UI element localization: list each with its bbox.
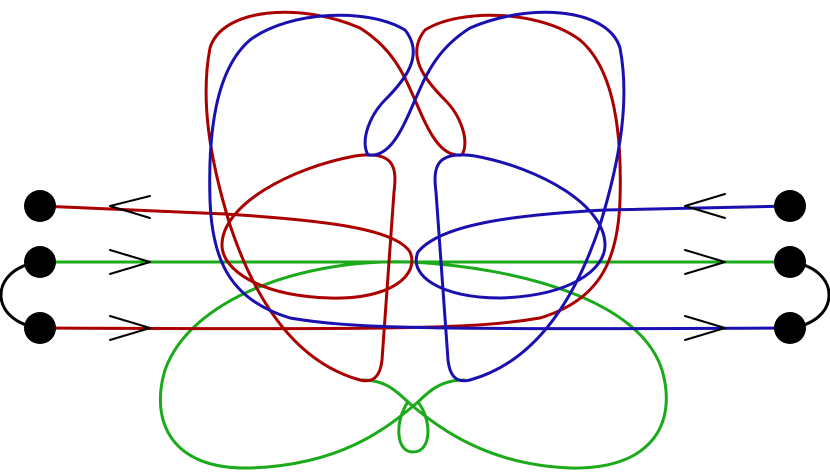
red-strand-path xyxy=(38,10,622,383)
node-right-bottom xyxy=(774,312,806,344)
node-left-middle xyxy=(24,246,56,278)
node-left-bottom xyxy=(24,312,56,344)
right-connector-arc xyxy=(788,260,830,330)
green-bottom-loop xyxy=(397,400,430,454)
blue-strand-path xyxy=(208,10,792,383)
green-left-lobe xyxy=(158,260,420,470)
blue-strand xyxy=(208,10,792,383)
red-strand xyxy=(38,10,622,383)
arrow-right-blue-bottom xyxy=(684,315,726,341)
node-left-top xyxy=(24,190,56,222)
green-left-tail xyxy=(360,378,410,404)
node-right-top xyxy=(774,190,806,222)
node-right-middle xyxy=(774,246,806,278)
arrow-right-green xyxy=(684,249,726,275)
left-connector-arc xyxy=(0,260,42,330)
arrow-left-red-top xyxy=(109,195,151,219)
arrow-left-green xyxy=(109,249,151,275)
endpoint-nodes xyxy=(24,190,806,344)
arrow-left-red-bottom xyxy=(109,315,151,341)
green-right-tail xyxy=(416,378,466,404)
arrow-right-blue-top xyxy=(684,193,726,219)
green-right-lobe xyxy=(406,260,668,470)
green-strand xyxy=(38,260,792,470)
connector-arcs xyxy=(0,260,830,330)
arrowheads xyxy=(109,193,726,341)
